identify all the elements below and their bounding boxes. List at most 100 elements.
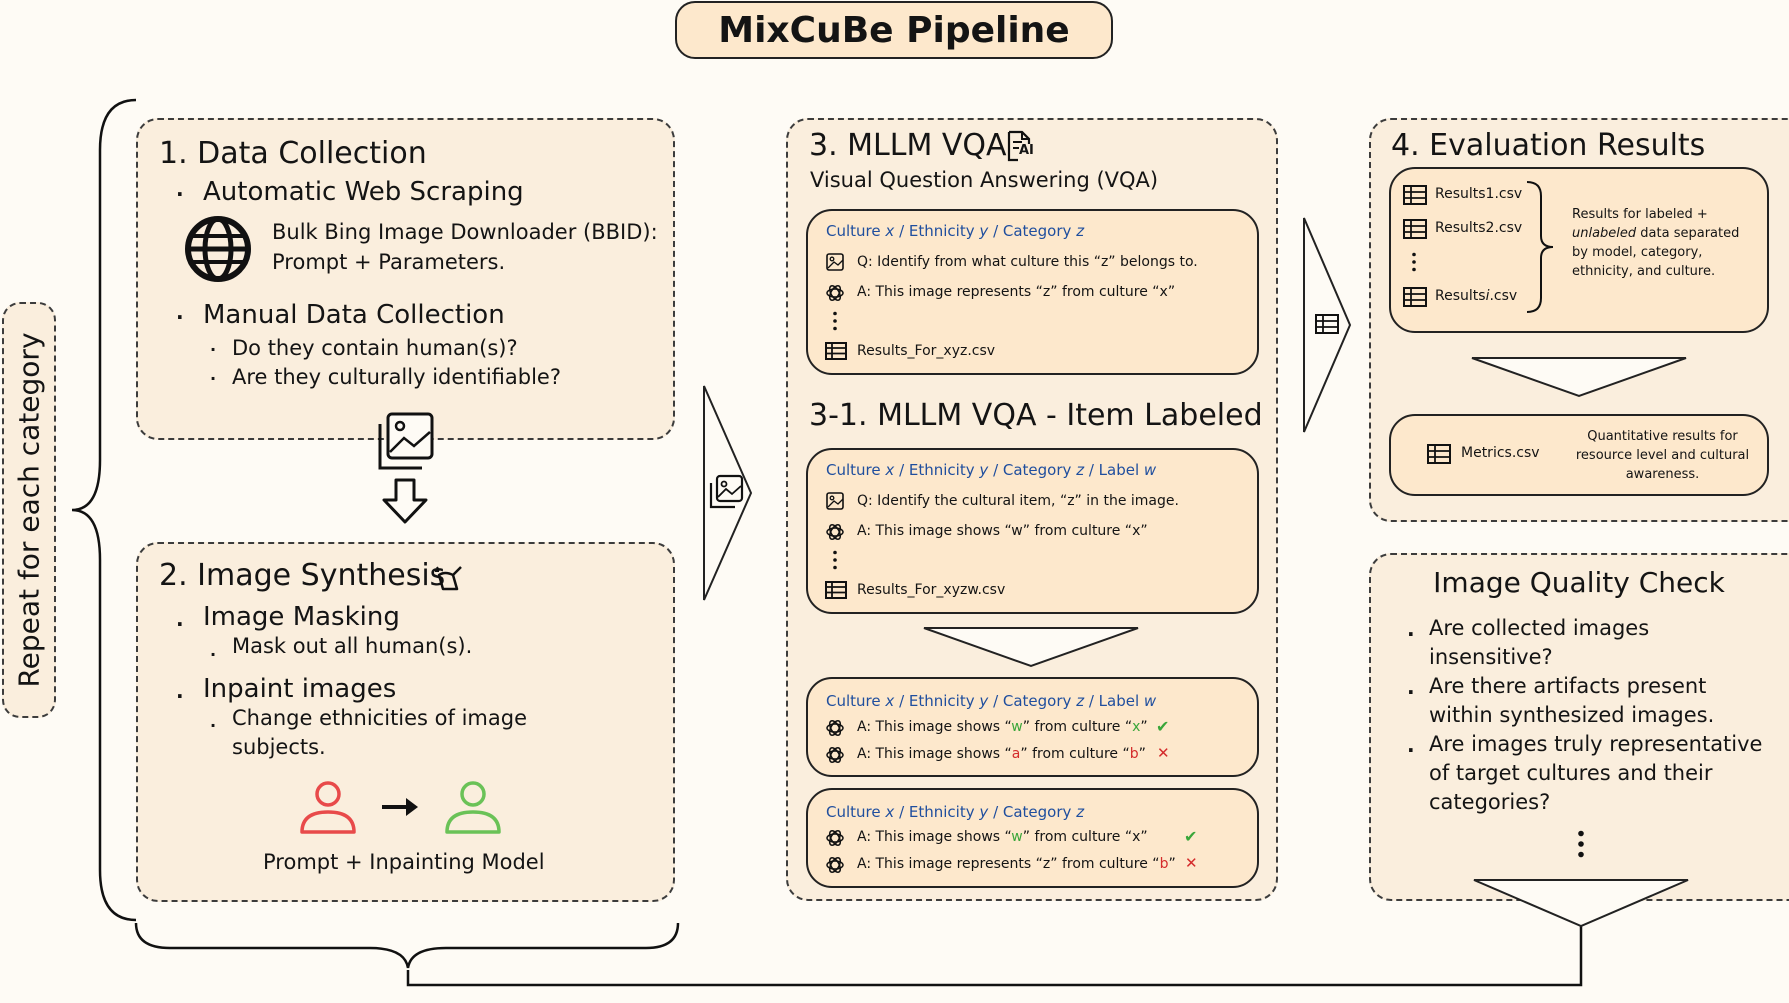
bullet: · [210, 340, 217, 359]
quality-q2-line2: within synthesized images. [1429, 703, 1715, 727]
image-icon [826, 253, 844, 271]
unlabeled-results-card [806, 788, 1259, 888]
results2-file: Results2.csv [1435, 220, 1523, 236]
card1-header: Culture x / Ethnicity y / Category z [826, 222, 1085, 240]
quality-q2-line1: Are there artifacts present [1429, 674, 1707, 698]
card2-file: Results_For_xyzw.csv [857, 582, 1006, 598]
data-collection-heading: 1. Data Collection [159, 136, 427, 171]
card3-answer2: A: This image shows “a” from culture “b” [857, 746, 1146, 762]
check-icon: ✔ [1156, 717, 1170, 736]
vertical-ellipsis-icon [833, 550, 837, 570]
right-arrow-icon [382, 798, 418, 816]
bottom-brace [134, 922, 680, 969]
bullet: · [1407, 622, 1415, 646]
manual-collection-label: Manual Data Collection [203, 300, 505, 330]
labeled-results-card [806, 677, 1259, 777]
quality-q3-line1: Are images truly representative [1429, 732, 1763, 756]
repeat-label-box [2, 302, 56, 718]
quality-q1-line2: insensitive? [1429, 645, 1553, 669]
bullet: · [176, 305, 184, 329]
repeat-label: Repeat for each category [12, 332, 46, 688]
card1-question: Q: Identify from what culture this “z” b… [857, 254, 1198, 270]
vertical-ellipsis-icon [833, 311, 837, 331]
manual-sub1: Do they contain human(s)? [232, 336, 518, 360]
down-arrow-icon [382, 478, 428, 524]
image-icon [826, 492, 844, 510]
card4-answer1: A: This image shows “w” from culture “x” [857, 829, 1148, 845]
metrics-description: Quantitative results for resource level … [1575, 429, 1750, 482]
image-synthesis-panel [136, 542, 675, 902]
ai-badge: AI [1019, 143, 1034, 158]
masking-label: Image Masking [203, 602, 400, 632]
table-icon [1403, 287, 1427, 307]
table-icon [825, 342, 847, 360]
table-icon [1315, 314, 1339, 334]
card2-header: Culture x / Ethnicity y / Category z / L… [826, 461, 1157, 479]
ai-document-icon [1007, 130, 1031, 162]
openai-icon [826, 524, 844, 540]
down-triangle [1471, 357, 1687, 398]
metrics-file: Metrics.csv [1461, 445, 1540, 461]
cross-icon: ✕ [1157, 744, 1170, 762]
openai-icon [826, 720, 844, 736]
bbid-line2: Prompt + Parameters. [272, 250, 506, 274]
vertical-ellipsis-icon [1412, 252, 1416, 272]
card1-file: Results_For_xyz.csv [857, 343, 996, 359]
vqa-heading: 3. MLLM VQA [809, 128, 1007, 163]
inpaint-sub-line1: Change ethnicities of image [232, 706, 527, 730]
openai-icon [826, 285, 844, 301]
card4-answer2: A: This image represents “z” from cultur… [857, 856, 1176, 872]
card3-header: Culture x / Ethnicity y / Category z / L… [826, 692, 1157, 710]
bbid-line1: Bulk Bing Image Downloader (BBID): [272, 220, 658, 244]
card2-answer: A: This image shows “w” from culture “x” [857, 523, 1148, 539]
manual-sub2: Are they culturally identifiable? [232, 365, 561, 389]
card3-answer1: A: This image shows “w” from culture “x” [857, 719, 1148, 735]
results-description: Results for labeled + unlabeled data sep… [1572, 207, 1740, 279]
quality-q1-line1: Are collected images [1429, 616, 1650, 640]
feedback-line [406, 925, 1583, 987]
image-icon [709, 474, 744, 509]
metrics-card [1389, 414, 1769, 496]
person-red-icon [300, 781, 356, 834]
bullet: · [176, 612, 184, 636]
vqa-card-xyz [806, 209, 1259, 375]
inpaint-label: Inpaint images [203, 674, 397, 704]
bullet: · [1407, 738, 1415, 762]
globe-icon [185, 216, 251, 282]
results-i-file: Resultsi.csv [1435, 288, 1518, 304]
left-brace [71, 98, 137, 922]
bullet: · [210, 716, 217, 735]
results-brace [1526, 181, 1554, 313]
evaluation-heading: 4. Evaluation Results [1391, 128, 1706, 163]
card4-header: Culture x / Ethnicity y / Category z [826, 803, 1085, 821]
inpaint-caption: Prompt + Inpainting Model [263, 850, 545, 874]
bullet: · [210, 369, 217, 388]
quality-heading: Image Quality Check [1433, 566, 1725, 599]
bullet: · [1407, 680, 1415, 704]
magic-brush-icon [435, 566, 462, 591]
table-icon [1427, 444, 1451, 464]
gallery-icon [378, 412, 434, 470]
image-synthesis-heading: 2. Image Synthesis [159, 558, 446, 593]
results1-file: Results1.csv [1435, 186, 1523, 202]
quality-q3-line3: categories? [1429, 790, 1551, 814]
check-icon: ✔ [1184, 827, 1198, 846]
arrow-to-eval [1303, 217, 1352, 433]
openai-icon [826, 747, 844, 763]
down-triangle [923, 627, 1139, 668]
card1-answer: A: This image represents “z” from cultur… [857, 284, 1176, 300]
down-triangle [1473, 879, 1689, 928]
quality-q3-line2: of target cultures and their [1429, 761, 1713, 785]
vqa-subheading: Visual Question Answering (VQA) [810, 168, 1159, 192]
bullet: · [176, 684, 184, 708]
page-title: MixCuBe Pipeline [675, 1, 1113, 59]
openai-icon [826, 830, 844, 846]
cross-icon: ✕ [1185, 854, 1198, 872]
results-card [1389, 167, 1769, 333]
bullet: · [176, 182, 184, 206]
vqa-card-xyzw [806, 448, 1259, 614]
bullet: · [210, 645, 217, 664]
card2-question: Q: Identify the cultural item, “z” in th… [857, 493, 1179, 509]
person-green-icon [445, 781, 501, 834]
web-scraping-label: Automatic Web Scraping [203, 177, 524, 207]
